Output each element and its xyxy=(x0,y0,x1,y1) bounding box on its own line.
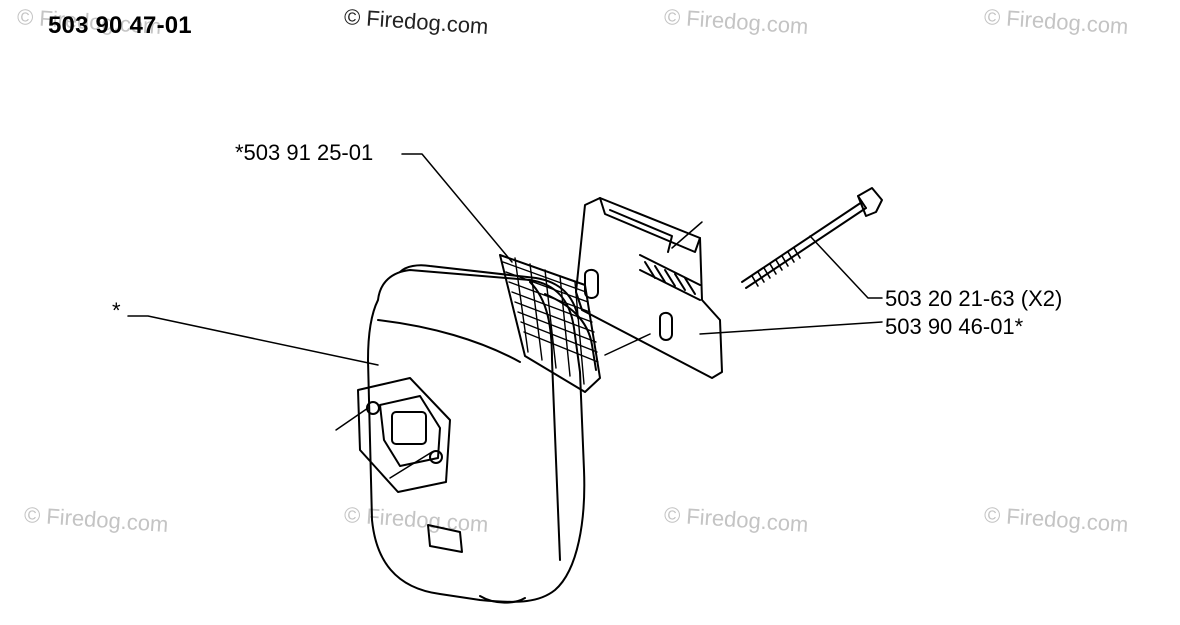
spark-arrestor-screen xyxy=(499,254,601,393)
callout-spark-arrestor-screen: *503 91 25-01 xyxy=(235,140,374,165)
callout-mounting-bracket: 503 90 46-01* xyxy=(885,314,1024,339)
mounting-bracket xyxy=(575,197,723,379)
callout-screw: 503 20 21-63 (X2) xyxy=(885,286,1063,311)
callout-muffler: * xyxy=(112,298,121,323)
leader-lines xyxy=(127,153,883,479)
muffler-body xyxy=(357,264,597,604)
diagram-part-number-title: 503 90 47-01 xyxy=(48,12,192,39)
screw xyxy=(741,187,883,289)
